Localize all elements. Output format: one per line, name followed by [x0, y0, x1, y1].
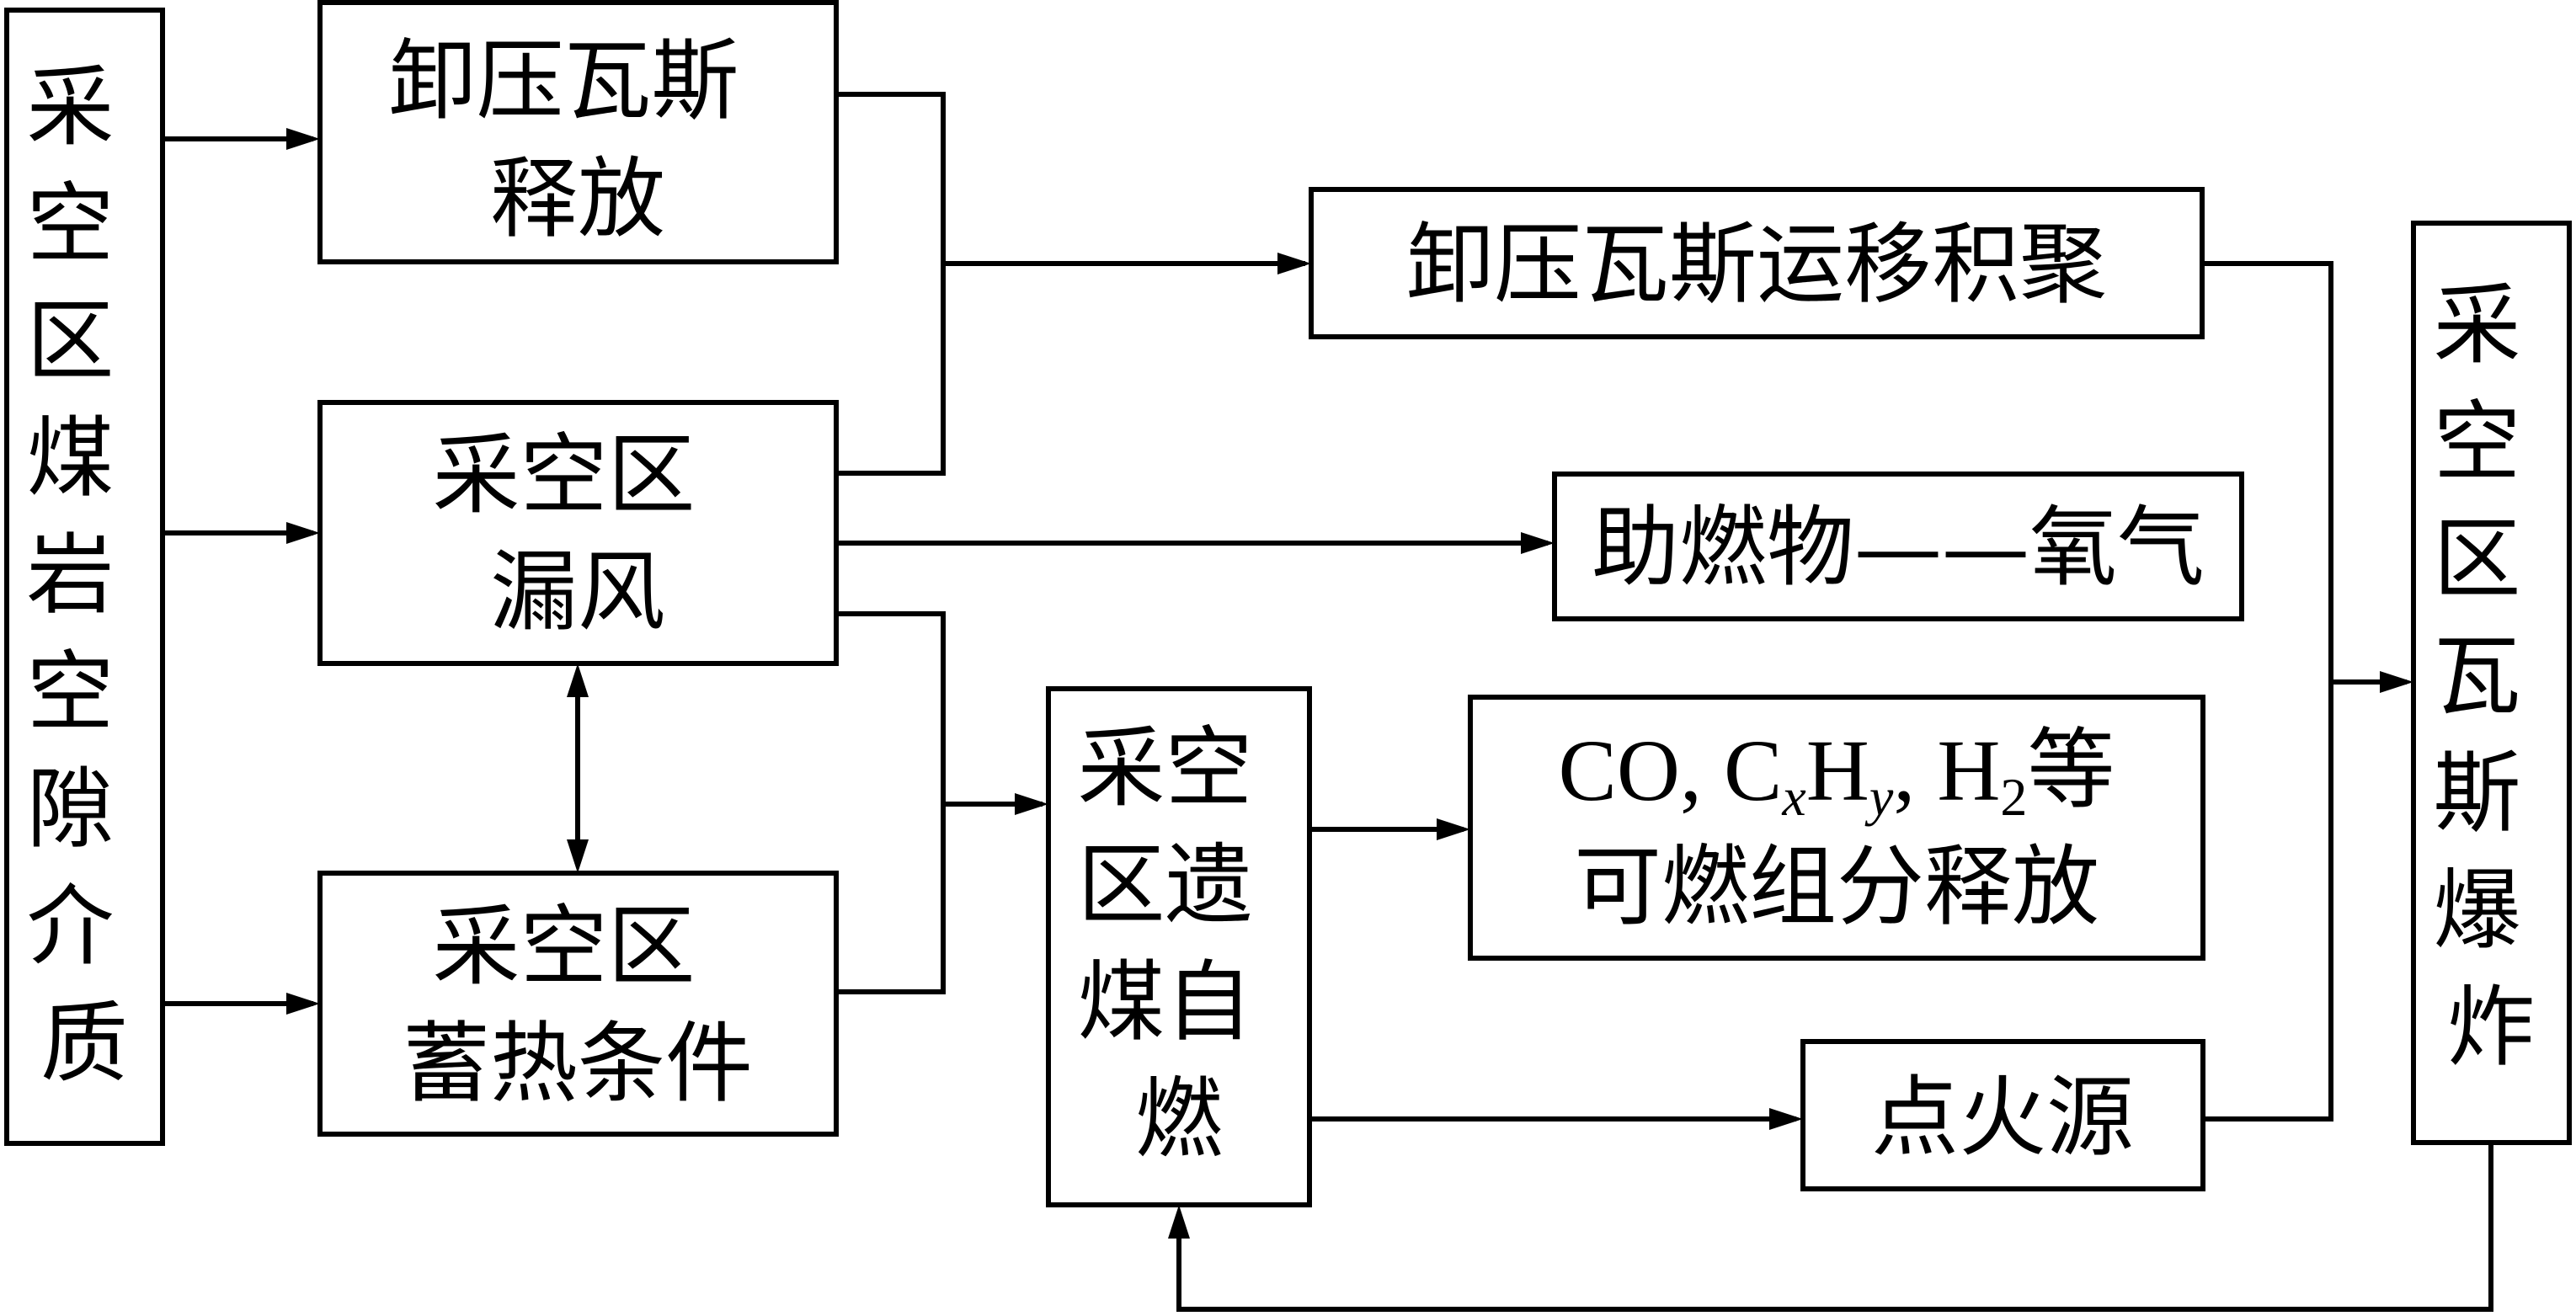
node-oxidant-oxygen: 助燃物——氧气	[1552, 472, 2244, 621]
node-ignition-label: 点火源	[1871, 1066, 2134, 1169]
node-combustible-release: CO, CxHy, H2等 可燃组分释放	[1468, 695, 2205, 961]
arrowhead	[286, 522, 320, 544]
node-gob-air-leakage: 采空区 漏风	[317, 400, 839, 666]
node-medium: 采 空 区 煤 岩 空 隙 介 质	[4, 8, 165, 1146]
arrowhead	[1015, 793, 1048, 815]
node-residual-coal-spontaneous-combustion: 采空 区遗 煤自 燃	[1046, 686, 1312, 1207]
edge-pressure-relief-to-merge	[836, 92, 946, 476]
arrowhead	[1277, 253, 1311, 274]
arrowhead	[286, 993, 320, 1015]
node-pressure-relief-label: 卸压瓦斯 释放	[388, 29, 766, 250]
node-gas-migration-accumulation: 卸压瓦斯运移积聚	[1309, 187, 2205, 339]
arrowhead	[286, 128, 320, 150]
node-gob-gas-explosion: 采 空 区 瓦 斯 爆 炸	[2411, 221, 2572, 1145]
edge-explosion-feedback-to-spont	[1176, 1143, 2493, 1312]
arrowhead	[1769, 1108, 1803, 1130]
node-spont-label: 采空 区遗 煤自 燃	[1077, 717, 1280, 1170]
edge-gas-accum-ignition-to-merge	[2202, 261, 2333, 1122]
arrowhead	[1168, 1205, 1190, 1239]
node-combustibles-label: 可燃组分释放	[1574, 835, 2099, 938]
node-air-leak-label: 采空区 漏风	[432, 424, 723, 643]
node-gas-accum-label: 卸压瓦斯运移积聚	[1406, 213, 2107, 316]
arrowhead	[2380, 671, 2413, 693]
node-explosion-label: 采 空 区 瓦 斯 爆 炸	[2433, 274, 2548, 1079]
node-heat-storage-condition: 采空区 蓄热条件	[317, 871, 839, 1137]
edge-air-leak-heat-to-merge	[836, 611, 946, 994]
node-combustibles-formula: CO, CxHy, H2等	[1559, 718, 2115, 827]
arrowhead	[567, 663, 589, 697]
arrowhead	[1521, 532, 1555, 554]
node-medium-label: 采 空 区 煤 岩 空 隙 介 质	[26, 56, 141, 1095]
arrowhead	[567, 839, 589, 873]
node-heat-label: 采空区 蓄热条件	[403, 895, 753, 1115]
node-pressure-relief-gas-release: 卸压瓦斯 释放	[317, 0, 839, 264]
arrowhead	[1437, 818, 1470, 840]
node-ignition-source: 点火源	[1800, 1039, 2205, 1191]
node-oxygen-label: 助燃物——氧气	[1592, 496, 2205, 599]
